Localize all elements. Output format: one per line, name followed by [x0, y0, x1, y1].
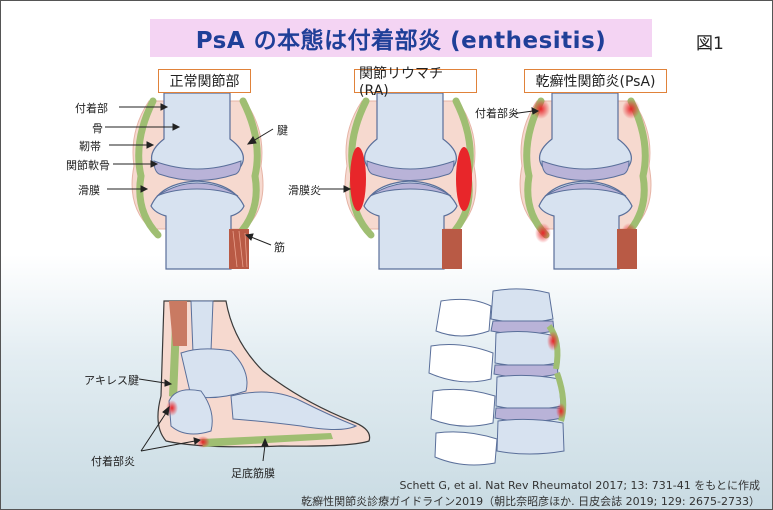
ra-joint: [345, 93, 476, 269]
panel-label-psa: 乾癬性関節炎(PsA): [524, 69, 667, 93]
citation-line-1: Schett G, et al. Nat Rev Rheumatol 2017;…: [399, 477, 760, 493]
label-achilles: アキレス腱: [84, 372, 139, 388]
panel-label-ra: 関節リウマチ(RA): [354, 69, 477, 93]
label-insertion: 付着部: [75, 100, 108, 116]
spine-diagram: [429, 289, 566, 465]
label-plantar-fascia: 足底筋膜: [231, 465, 275, 481]
foot-diagram: [158, 301, 370, 448]
ra-pointer: [319, 186, 350, 192]
label-synovium: 滑膜: [78, 182, 100, 198]
label-bone: 骨: [92, 120, 103, 136]
label-tendon: 腱: [277, 122, 288, 138]
label-enthesitis: 付着部炎: [475, 105, 519, 121]
psa-joint: [520, 93, 651, 269]
label-enthesitis-foot: 付着部炎: [91, 453, 135, 469]
label-ligament: 靭帯: [79, 138, 101, 154]
normal-joint: [132, 93, 263, 269]
citation-line-2: 乾癬性関節炎診療ガイドライン2019（朝比奈昭彦ほか. 日皮会誌 2019; 1…: [301, 493, 760, 509]
label-muscle: 筋: [274, 239, 285, 255]
label-cartilage: 関節軟骨: [66, 157, 110, 173]
panel-label-normal: 正常関節部: [158, 69, 251, 93]
label-synovitis: 滑膜炎: [288, 182, 321, 198]
